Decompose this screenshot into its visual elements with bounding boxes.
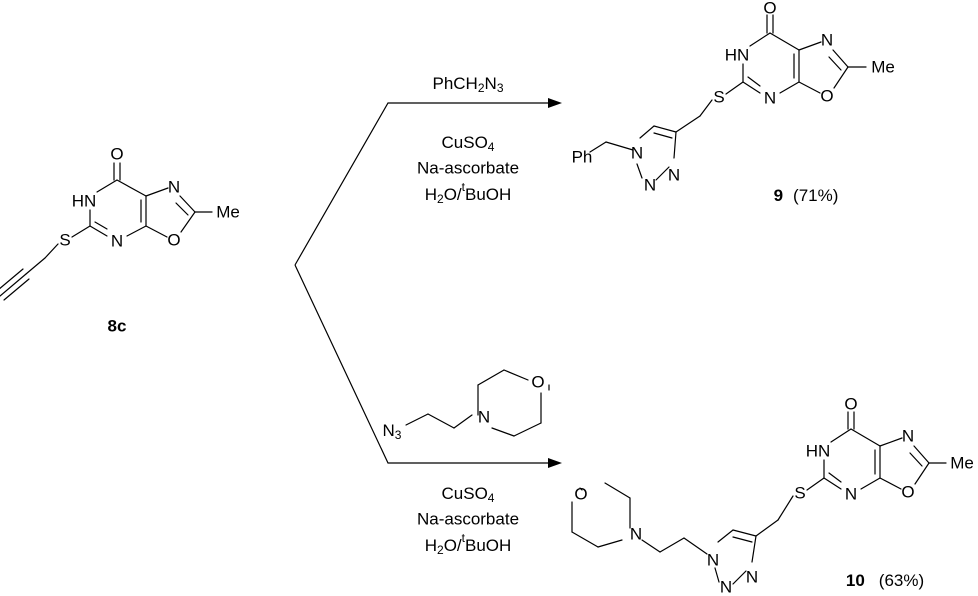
atom-nitrogen: N	[845, 485, 857, 504]
reaction-arrows	[294, 98, 562, 468]
compound-label-9: 9(71%)	[774, 186, 839, 205]
atom-azide: N3	[383, 421, 402, 443]
condition-ascorbate: Na-ascorbate	[417, 510, 519, 529]
compound-label-8c: 8c	[108, 317, 127, 336]
compound-8c-structure: O HN N N O Me S	[0, 145, 240, 301]
atom-sulfur: S	[59, 231, 70, 250]
atom-sulfur: S	[794, 484, 805, 503]
atom-methyl: Me	[871, 58, 895, 77]
atom-methyl: Me	[216, 203, 240, 222]
atom-nitrogen: N	[478, 408, 490, 427]
atom-oxygen: O	[844, 395, 857, 414]
condition-solvent: H2O/tBuOH	[425, 180, 512, 206]
compound-label-10: 10(63%)	[846, 571, 924, 590]
condition-ascorbate: Na-ascorbate	[417, 159, 519, 178]
atom-methyl: Me	[950, 454, 974, 473]
atom-oxygen: O	[763, 0, 776, 18]
condition-solvent: H2O/tBuOH	[425, 531, 512, 557]
atom-nitrogen: N	[720, 578, 732, 596]
atom-oxygen: O	[167, 231, 180, 250]
atom-nitrogen: N	[746, 568, 758, 587]
atom-phenyl: Ph	[572, 148, 593, 167]
condition-cuso4: CuSO4	[442, 484, 495, 506]
atom-nitrogen: N	[644, 176, 656, 195]
condition-cuso4: CuSO4	[442, 133, 495, 155]
reagent-benzyl-azide: PhCH2N3	[432, 74, 503, 96]
atom-oxygen: O	[110, 145, 123, 164]
atom-nitrogen: N	[111, 232, 123, 251]
reagent-azidoethyl-morpholine: N O N3	[383, 369, 550, 443]
atom-nitrogen: N	[168, 178, 180, 197]
compound-10-structure: O HN N N O Me S N N N N O	[571, 395, 974, 596]
atom-nh: HN	[72, 192, 97, 211]
atom-oxygen: O	[531, 373, 544, 392]
atom-oxygen: O	[901, 483, 914, 502]
atom-nitrogen: N	[764, 89, 776, 108]
atom-nh: HN	[725, 46, 750, 65]
atom-nitrogen: N	[668, 166, 680, 185]
atom-nitrogen: N	[821, 31, 833, 50]
compound-9-structure: O HN N N O Me S N N N Ph	[572, 0, 895, 195]
atom-sulfur: S	[713, 88, 724, 107]
atom-nitrogen: N	[707, 551, 719, 570]
atom-nitrogen: N	[902, 427, 914, 446]
atom-oxygen: O	[820, 87, 833, 106]
atom-oxygen: O	[574, 485, 587, 504]
atom-nh: HN	[806, 442, 831, 461]
atom-nitrogen: N	[631, 144, 643, 163]
atom-nitrogen: N	[630, 525, 642, 544]
